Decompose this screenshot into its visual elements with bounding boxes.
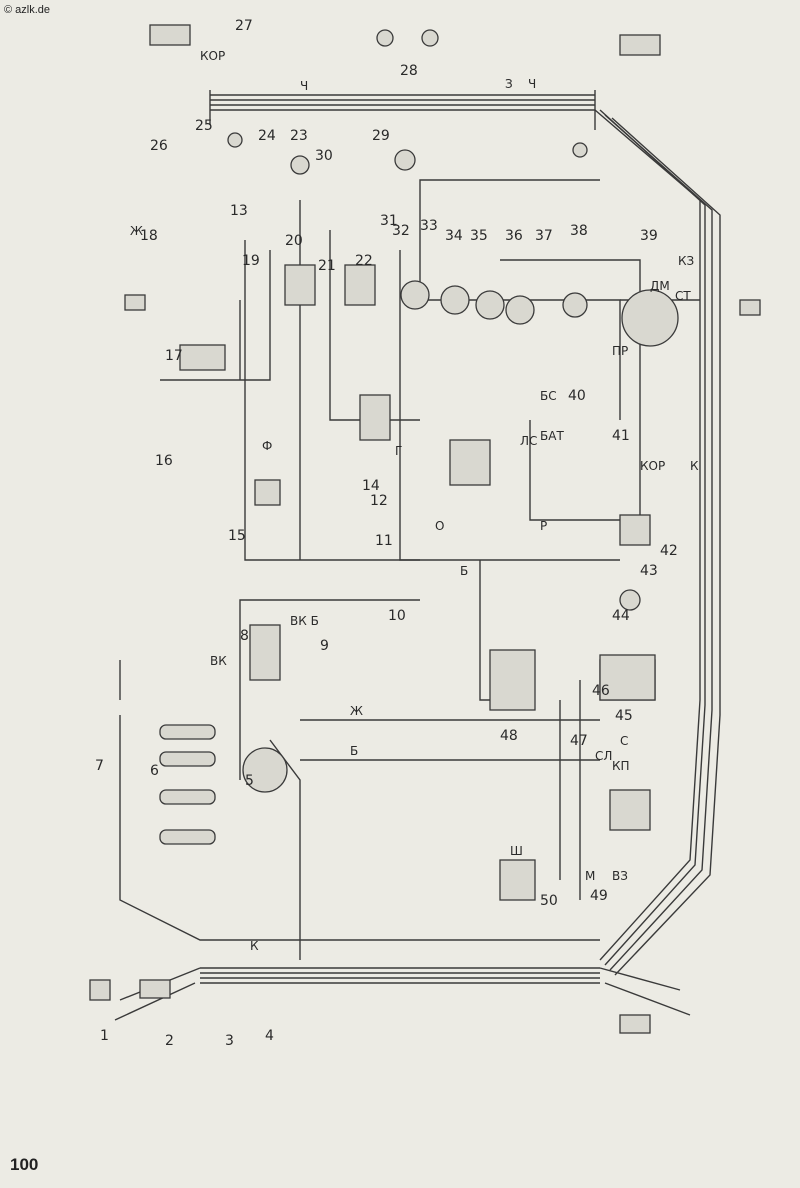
label-8: 8: [240, 628, 249, 644]
terminal-label: М: [585, 869, 595, 883]
label-46: 46: [592, 683, 610, 699]
terminal-label: ЛС: [520, 434, 537, 448]
label-37: 37: [535, 228, 553, 244]
label-26: 26: [150, 138, 168, 154]
label-19: 19: [242, 253, 260, 269]
wire-label: Ф: [262, 439, 272, 453]
terminal-label: СЛ: [595, 749, 612, 763]
terminal-label: КП: [612, 759, 630, 773]
label-14: 14: [362, 478, 380, 494]
label-48: 48: [500, 728, 518, 744]
label-16: 16: [155, 453, 173, 469]
label-38: 38: [570, 223, 588, 239]
wire-label: Ж: [130, 224, 143, 238]
label-40: 40: [568, 388, 586, 404]
label-35: 35: [470, 228, 488, 244]
terminal-label: СТ: [675, 289, 691, 303]
label-44: 44: [612, 608, 630, 624]
label-32: 32: [392, 223, 410, 239]
wire-label: Б: [460, 564, 468, 578]
page-number: 100: [10, 1155, 39, 1174]
label-45: 45: [615, 708, 633, 724]
label-21: 21: [318, 258, 336, 274]
wire-label: Ч: [300, 79, 308, 93]
label-33: 33: [420, 218, 438, 234]
component-labels: 1 2 3 4 5 6 7 8 9 10 11 12 13 14 15 16 1…: [95, 18, 678, 1049]
wires: [114, 90, 721, 1021]
label-42: 42: [660, 543, 678, 559]
wire-label: К: [250, 939, 259, 953]
terminal-label: ВК: [210, 654, 227, 668]
terminal-label: КЗ: [678, 254, 694, 268]
wire-label: Г: [395, 444, 402, 458]
components: [89, 24, 761, 1034]
wire-label: Р: [540, 519, 547, 533]
label-11: 11: [375, 533, 393, 549]
label-30: 30: [315, 148, 333, 164]
label-28: 28: [400, 63, 418, 79]
label-43: 43: [640, 563, 658, 579]
wire-label: Б: [350, 744, 358, 758]
label-5: 5: [245, 773, 254, 789]
label-27: 27: [235, 18, 253, 34]
label-34: 34: [445, 228, 463, 244]
wire-color-labels: Ч З Ч Ж Г О Б Ж Б Р Ф К КОР КОР К: [130, 49, 699, 953]
terminal-label: ПР: [612, 344, 628, 358]
label-29: 29: [372, 128, 390, 144]
wire-label: КОР: [200, 49, 225, 63]
label-50: 50: [540, 893, 558, 909]
wire-label: З: [505, 77, 513, 91]
wire-label: Ч: [528, 77, 536, 91]
label-20: 20: [285, 233, 303, 249]
wiring-diagram: 1 2 3 4 5 6 7 8 9 10 11 12 13 14 15 16 1…: [89, 18, 761, 1049]
label-7: 7: [95, 758, 104, 774]
terminal-label: БС: [540, 389, 557, 403]
terminal-labels: ВК ВК Б ДМ ПР СТ КЗ БАТ БС ЛС СЛ КП ВЗ М…: [210, 254, 694, 883]
terminal-label: ДМ: [650, 279, 670, 293]
label-39: 39: [640, 228, 658, 244]
label-25: 25: [195, 118, 213, 134]
label-23: 23: [290, 128, 308, 144]
wire-label: О: [435, 519, 444, 533]
label-49: 49: [590, 888, 608, 904]
terminal-label: С: [620, 734, 628, 748]
terminal-label: Ш: [510, 844, 523, 858]
terminal-label: ВЗ: [612, 869, 628, 883]
label-41: 41: [612, 428, 630, 444]
label-9: 9: [320, 638, 329, 654]
label-17: 17: [165, 348, 183, 364]
label-31: 31: [380, 213, 398, 229]
label-36: 36: [505, 228, 523, 244]
label-3: 3: [225, 1033, 234, 1049]
label-2: 2: [165, 1033, 174, 1049]
label-24: 24: [258, 128, 276, 144]
watermark: © azlk.de: [4, 4, 51, 16]
label-13: 13: [230, 203, 248, 219]
label-10: 10: [388, 608, 406, 624]
label-18: 18: [140, 228, 158, 244]
label-12: 12: [370, 493, 388, 509]
label-1: 1: [100, 1028, 109, 1044]
label-22: 22: [355, 253, 373, 269]
label-47: 47: [570, 733, 588, 749]
label-4: 4: [265, 1028, 274, 1044]
terminal-label: ВК Б: [290, 614, 319, 628]
wire-label: К: [690, 459, 699, 473]
wire-label: Ж: [350, 704, 363, 718]
terminal-label: БАТ: [540, 429, 564, 443]
wire-label: КОР: [640, 459, 665, 473]
label-15: 15: [228, 528, 246, 544]
label-6: 6: [150, 763, 159, 779]
